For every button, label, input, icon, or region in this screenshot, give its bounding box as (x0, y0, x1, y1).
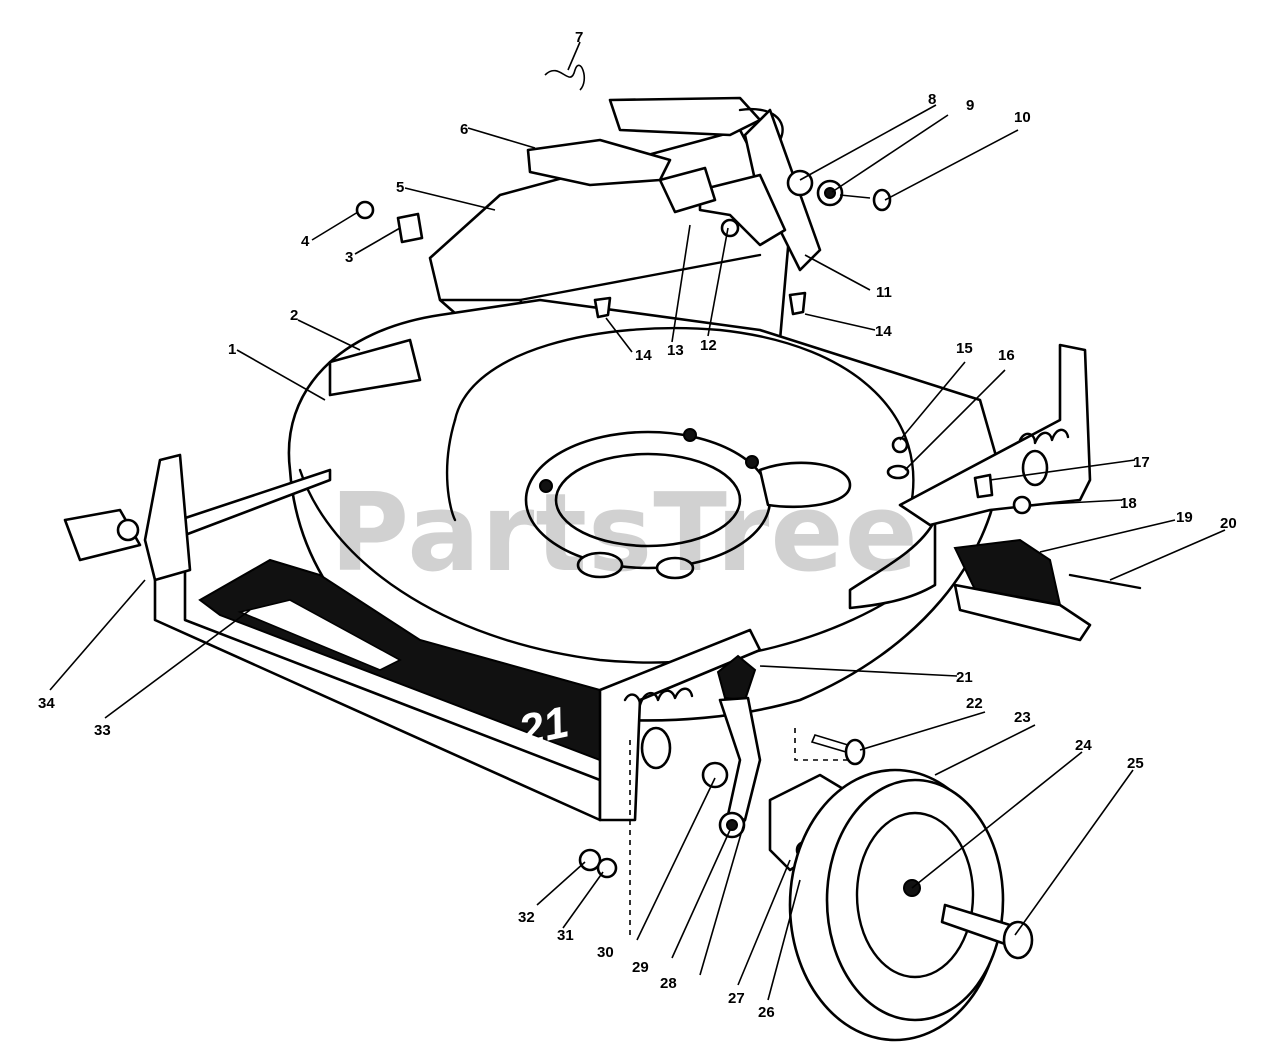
callout-numbers: 1 2 3 4 5 6 7 8 9 10 11 12 13 14 14 15 1… (38, 29, 1237, 1021)
hinge-bracket (658, 108, 822, 272)
callout-20: 20 (1220, 515, 1237, 532)
callout-30: 30 (597, 944, 614, 961)
callout-11: 11 (876, 284, 892, 301)
callout-26: 26 (758, 1004, 775, 1021)
callout-19: 19 (1176, 509, 1193, 526)
callout-9: 9 (966, 97, 974, 114)
callout-3: 3 (345, 249, 353, 266)
callout-7: 7 (575, 29, 583, 46)
callout-17: 17 (1133, 454, 1150, 471)
callout-33: 33 (94, 722, 111, 739)
callout-31: 31 (557, 927, 574, 944)
motor-mount-ring (524, 428, 852, 580)
callout-12: 12 (700, 337, 717, 354)
callout-16: 16 (998, 347, 1015, 364)
deck-decal-text: 21 (514, 698, 573, 756)
callout-14a: 14 (635, 347, 652, 364)
callout-21: 21 (956, 669, 973, 686)
callout-28: 28 (660, 975, 677, 992)
front-height-adjust-plate (598, 628, 762, 822)
deck-tab (328, 338, 422, 397)
callout-10: 10 (1014, 109, 1031, 126)
callout-24: 24 (1075, 737, 1092, 754)
callout-15: 15 (956, 340, 973, 357)
shoulder-bolt (810, 734, 866, 766)
callout-32: 32 (518, 909, 535, 926)
callout-13: 13 (667, 342, 684, 359)
callout-5: 5 (396, 179, 404, 196)
front-rail: 21 (153, 468, 602, 822)
callout-6: 6 (460, 121, 468, 138)
axle-bolt (940, 903, 1034, 960)
callout-22: 22 (966, 695, 983, 712)
callout-4: 4 (301, 233, 310, 250)
callout-14b: 14 (875, 323, 892, 340)
callout-34: 34 (38, 695, 55, 712)
watermark: PartsTree (330, 471, 919, 596)
callout-2: 2 (290, 307, 298, 324)
callout-8: 8 (928, 91, 936, 108)
callout-29: 29 (632, 959, 649, 976)
leader-lines (49, 41, 1226, 1001)
left-rear-adjuster (63, 453, 192, 582)
wheel (788, 768, 1005, 1042)
callout-18: 18 (1120, 495, 1137, 512)
chute-door-handle (526, 96, 784, 187)
callout-23: 23 (1014, 709, 1031, 726)
callout-25: 25 (1127, 755, 1144, 772)
callout-27: 27 (728, 990, 745, 1007)
rear-flap (953, 538, 1142, 642)
height-adjuster-lever (701, 654, 762, 839)
deck-baffle (848, 518, 937, 610)
callout-1: 1 (228, 341, 236, 358)
rear-height-adjust-plate (898, 343, 1092, 527)
